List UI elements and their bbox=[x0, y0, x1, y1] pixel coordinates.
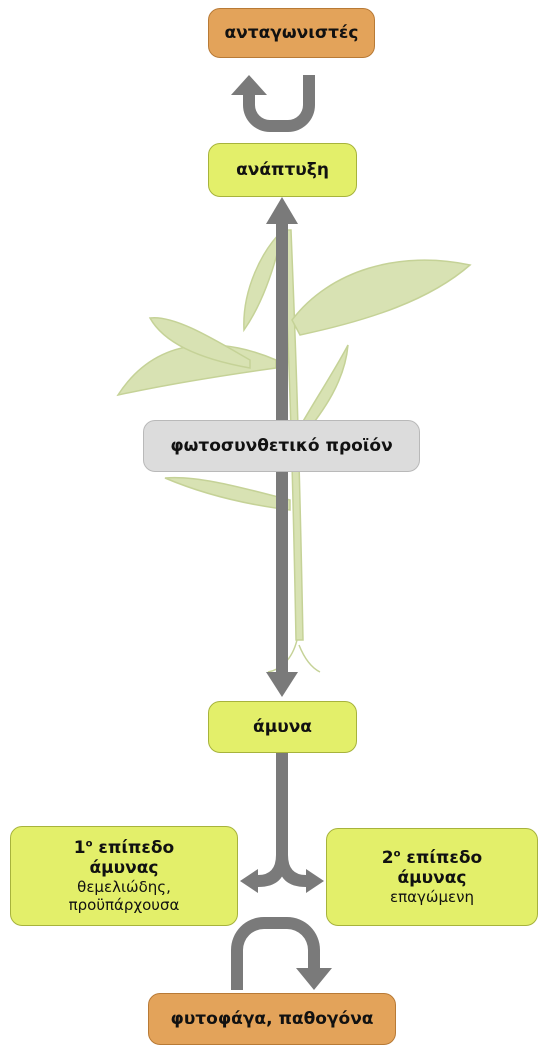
level2-title: 2ο επίπεδο bbox=[382, 848, 482, 868]
level2-title-rest: επίπεδο bbox=[400, 848, 482, 868]
defense-label: άμυνα bbox=[253, 717, 312, 737]
level1-sub-line1: θεμελιώδης, bbox=[77, 878, 171, 896]
level1-title-line2: άμυνας bbox=[89, 858, 158, 878]
defense-box: άμυνα bbox=[208, 701, 357, 753]
competitors-label: ανταγωνιστές bbox=[225, 23, 359, 43]
down-arrowhead bbox=[266, 672, 298, 697]
growth-label: ανάπτυξη bbox=[236, 160, 329, 180]
level1-number: 1 bbox=[74, 838, 86, 858]
growth-box: ανάπτυξη bbox=[208, 143, 357, 197]
level1-sub-line2: προϋπάρχουσα bbox=[69, 896, 180, 914]
up-arrowhead bbox=[266, 197, 298, 224]
photosynthetic-product-box: φωτοσυνθετικό προϊόν bbox=[143, 420, 420, 472]
herbivores-pathogens-box: φυτοφάγα, παθογόνα bbox=[148, 993, 396, 1045]
photosynthetic-product-label: φωτοσυνθετικό προϊόν bbox=[170, 436, 392, 456]
level1-title-rest: επίπεδο bbox=[92, 838, 174, 858]
top-loop-arrow bbox=[231, 75, 315, 132]
level1-title: 1ο επίπεδο bbox=[74, 838, 174, 858]
level2-sub-line1: επαγώμενη bbox=[390, 888, 474, 906]
competitors-box: ανταγωνιστές bbox=[208, 8, 375, 58]
level1-defense-box: 1ο επίπεδο άμυνας θεμελιώδης, προϋπάρχου… bbox=[10, 826, 238, 926]
bottom-loop-arrow bbox=[231, 917, 332, 990]
right-branch-arrow bbox=[278, 855, 324, 893]
defense-shaft bbox=[276, 752, 288, 860]
level2-title-line2: άμυνας bbox=[397, 868, 466, 888]
level2-defense-box: 2ο επίπεδο άμυνας επαγώμενη bbox=[326, 828, 538, 926]
herbivores-pathogens-label: φυτοφάγα, παθογόνα bbox=[171, 1009, 374, 1029]
level2-number: 2 bbox=[382, 848, 394, 868]
